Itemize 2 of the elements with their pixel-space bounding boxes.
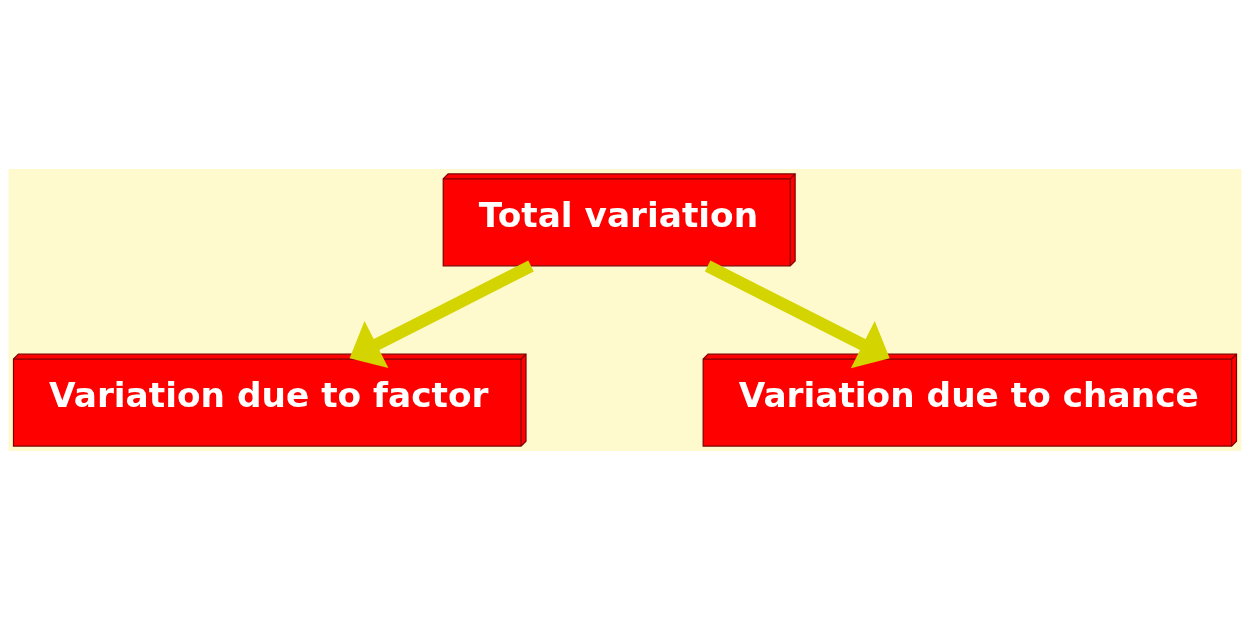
arrow <box>349 260 534 368</box>
arrow <box>704 260 890 368</box>
